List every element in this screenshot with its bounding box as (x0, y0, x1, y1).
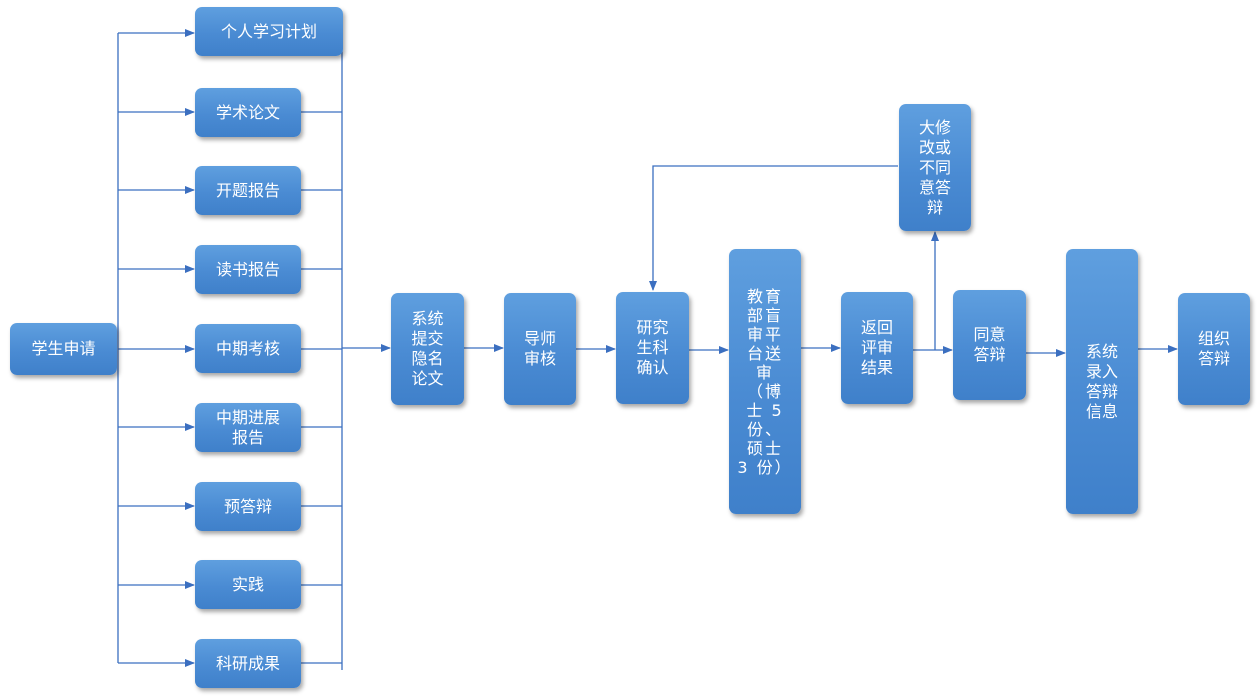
node-material-2[interactable]: 学术论文 (195, 88, 301, 137)
node-material-1[interactable]: 个人学习计划 (195, 7, 343, 56)
node-material-9[interactable]: 科研成果 (195, 639, 301, 688)
node-agree-defense[interactable]: 同意 答辩 (953, 290, 1026, 400)
node-material-5[interactable]: 中期考核 (195, 324, 301, 373)
node-material-7[interactable]: 预答辩 (195, 482, 301, 531)
arrow-loop-back (649, 165, 898, 291)
node-advisor-review[interactable]: 导师 审核 (504, 293, 576, 405)
node-material-8[interactable]: 实践 (195, 560, 301, 609)
node-organize-defense[interactable]: 组织 答辩 (1178, 293, 1250, 405)
node-enter-info[interactable]: 系统 录入 答辩 信息 (1066, 249, 1138, 514)
node-submit-thesis[interactable]: 系统 提交 隐名 论文 (391, 293, 464, 405)
node-student-apply[interactable]: 学生申请 (10, 323, 117, 375)
node-material-4[interactable]: 读书报告 (195, 245, 301, 294)
node-material-6[interactable]: 中期进展 报告 (195, 403, 301, 452)
node-ministry-review[interactable]: 教育 部盲 审平 台送 审 （博 士 5 份、 硕士 3 份） (729, 249, 801, 514)
node-research-confirm[interactable]: 研究 生科 确认 (616, 292, 689, 404)
node-material-3[interactable]: 开题报告 (195, 166, 301, 215)
node-return-results[interactable]: 返回 评审 结果 (841, 292, 913, 404)
node-major-revision[interactable]: 大修 改或 不同 意答 辩 (899, 104, 971, 231)
